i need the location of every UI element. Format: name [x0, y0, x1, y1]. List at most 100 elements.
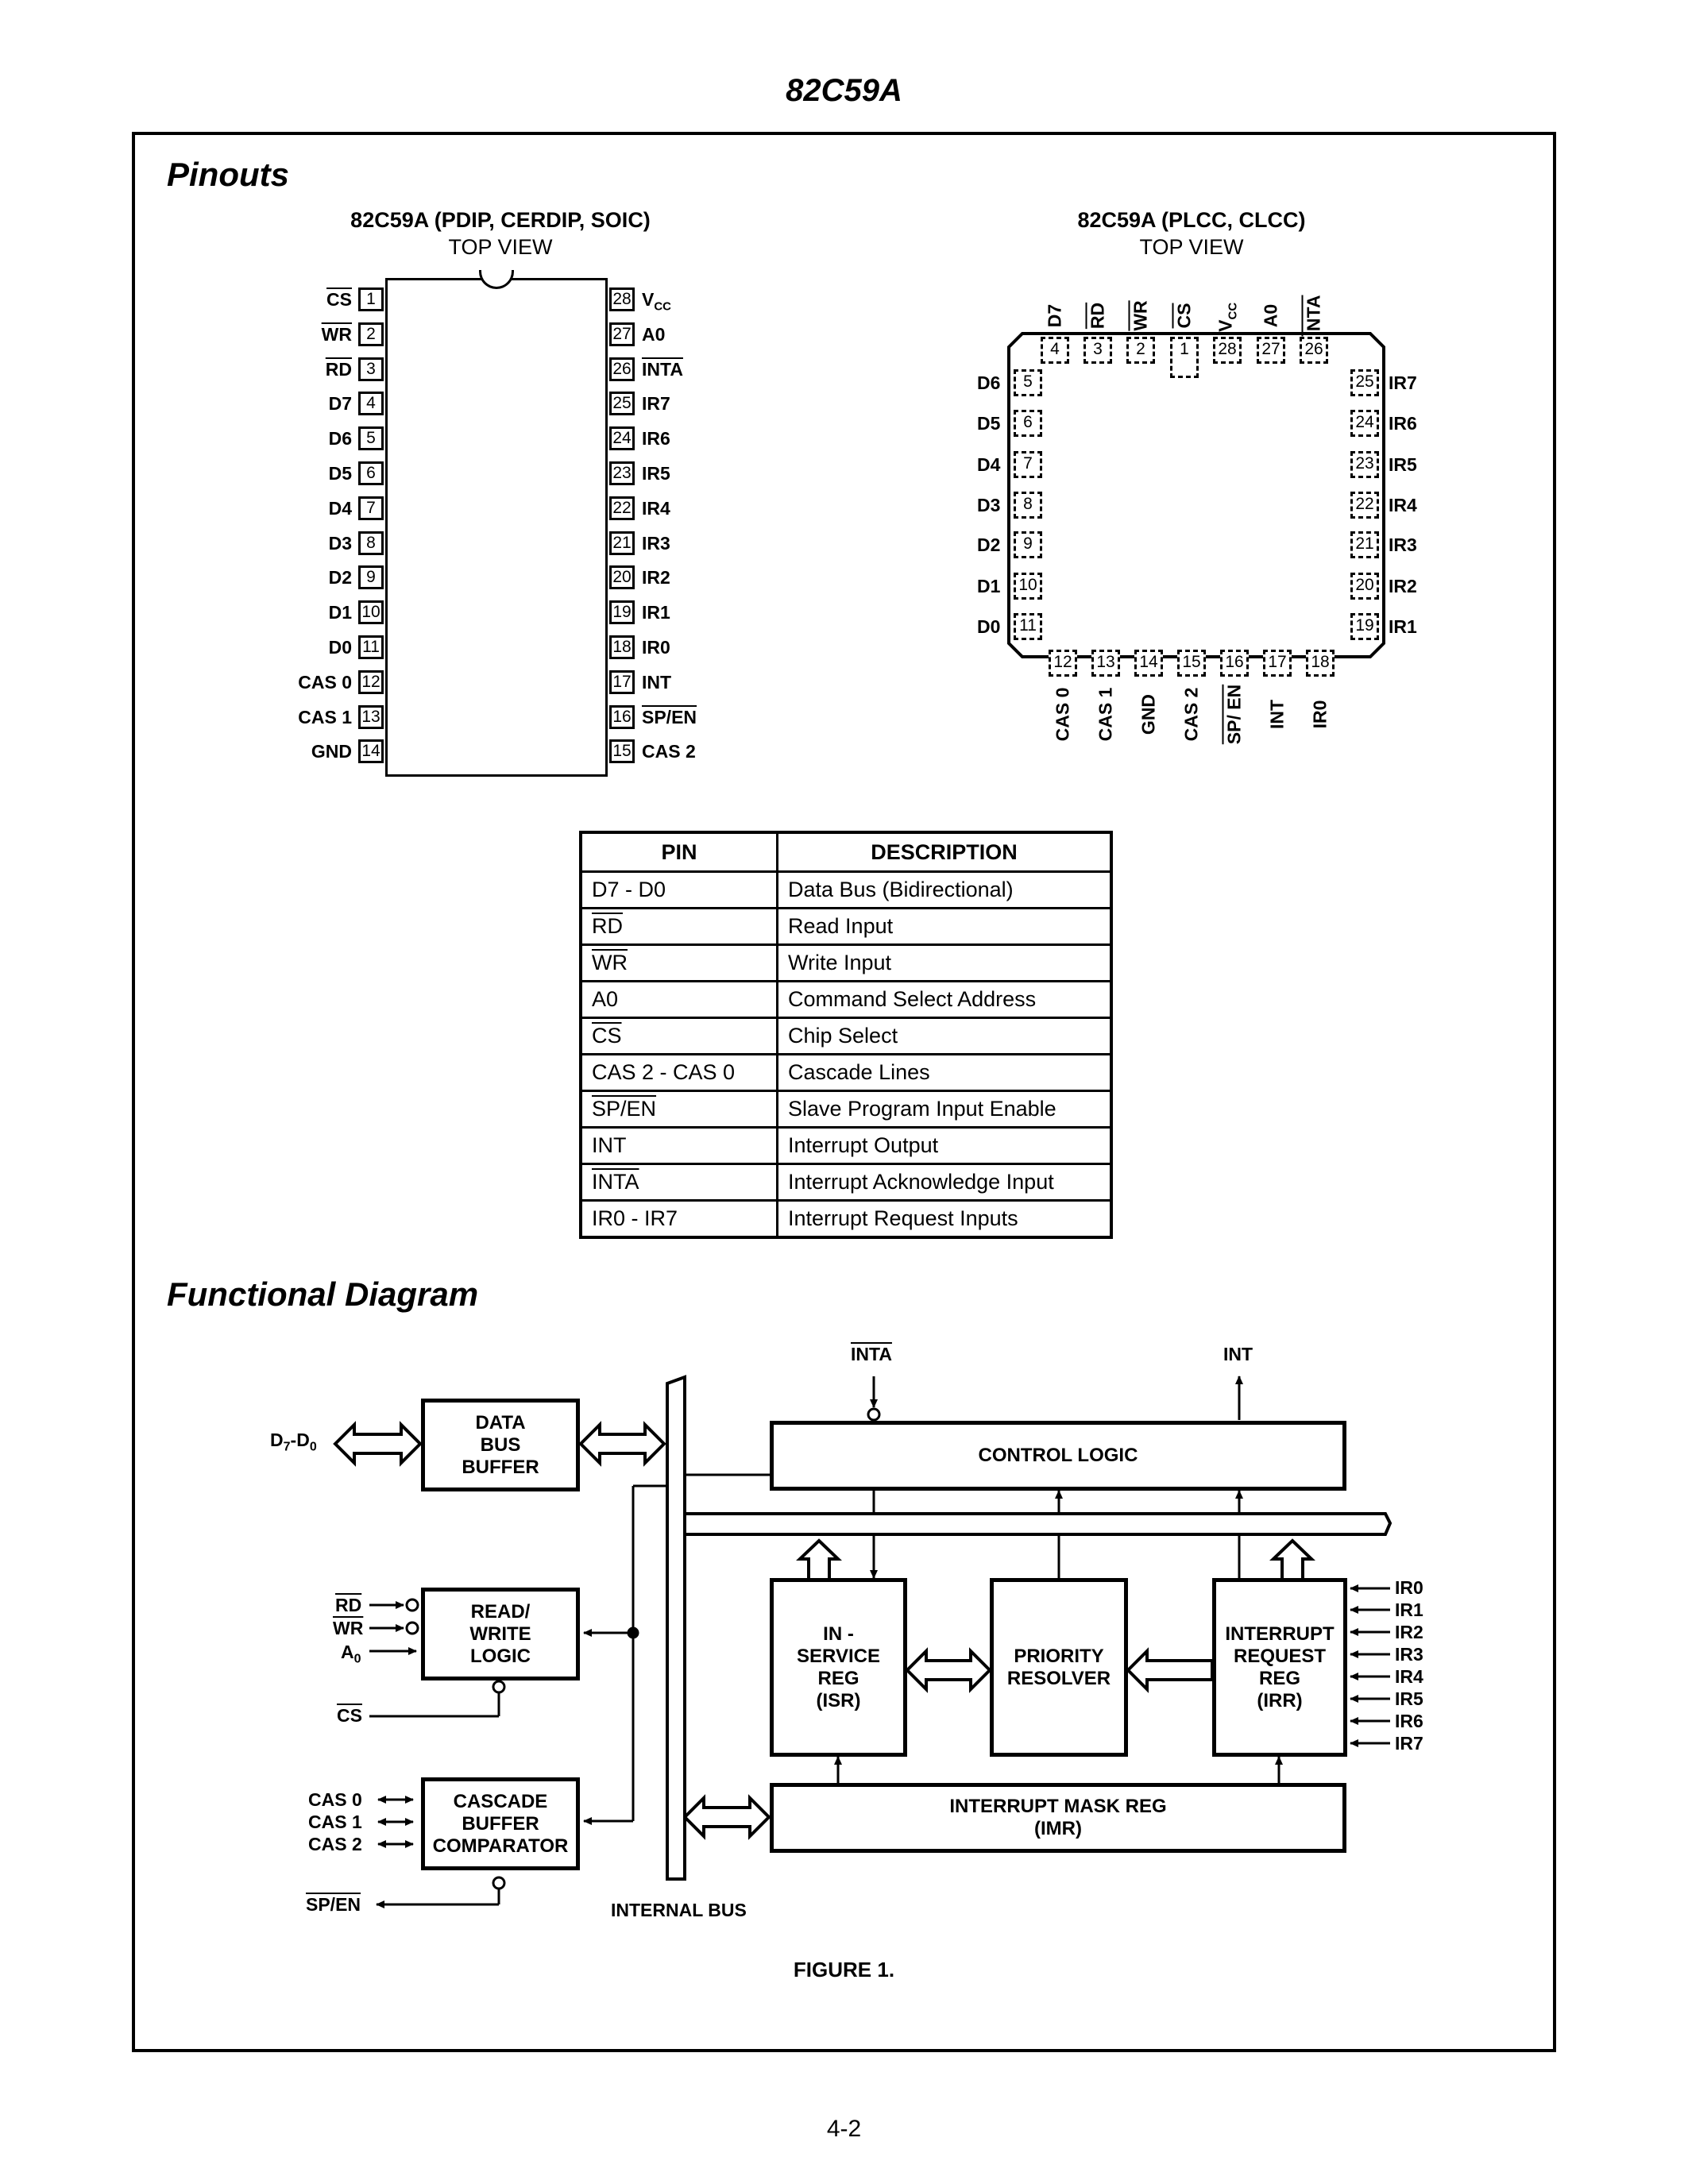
cascade-buffer-block: CASCADE BUFFER COMPARATOR	[421, 1777, 580, 1870]
dip-pin-14: 14	[358, 739, 384, 764]
dip-pin-label: IR7	[642, 393, 670, 415]
plcc-pin-label: IR7	[1389, 372, 1417, 393]
dip-pin-7: 7	[358, 496, 384, 520]
dip-pin-label: A0	[642, 323, 666, 345]
dip-pin-28: 28	[609, 287, 635, 311]
dip-pin-11: 11	[358, 635, 384, 659]
plcc-pin-21: 21	[1350, 531, 1379, 558]
priority-resolver-block: PRIORITY RESOLVER	[990, 1578, 1128, 1757]
ir-label: IR5	[1395, 1688, 1423, 1709]
dip-pin-label: D5	[328, 463, 352, 484]
dip-pin-label: IR4	[642, 497, 670, 519]
dip-pin-1: 1	[358, 287, 384, 311]
content-frame	[132, 132, 1556, 2052]
dip-pin-18: 18	[609, 635, 635, 659]
read-write-logic-block: READ/ WRITE LOGIC	[421, 1588, 580, 1680]
dip-pin-label: CAS 2	[642, 741, 696, 762]
plcc-pin-15: 15	[1177, 650, 1206, 677]
plcc-pin-label: IR2	[1389, 576, 1417, 596]
dip-pin-6: 6	[358, 461, 384, 485]
dip-pin-label: SP/EN	[642, 706, 697, 727]
rd-label: RD	[335, 1595, 362, 1615]
description-cell: Write Input	[776, 943, 1113, 982]
dip-pin-label: VCC	[642, 289, 672, 314]
dip-pin-label: WR	[321, 323, 352, 345]
plcc-pin-label: IR6	[1389, 413, 1417, 434]
dip-pin-4: 4	[358, 392, 384, 416]
plcc-pin-label: D6	[977, 372, 1001, 393]
plcc-pin-label: IR3	[1389, 534, 1417, 555]
dip-pin-16: 16	[609, 704, 635, 729]
plcc-pin-23: 23	[1350, 451, 1379, 478]
dip-pin-21: 21	[609, 531, 635, 555]
dip-pin-label: IR2	[642, 567, 670, 588]
dip-pin-label: D1	[328, 602, 352, 623]
plcc-subtitle: TOP VIEW	[1139, 235, 1244, 259]
dip-pin-label: INT	[642, 671, 672, 693]
plcc-pin-18: 18	[1306, 650, 1335, 677]
dip-pin-label: IR6	[642, 428, 670, 450]
plcc-pin-8: 8	[1014, 492, 1042, 519]
ir-label: IR4	[1395, 1666, 1423, 1687]
wr-label: WR	[333, 1618, 364, 1638]
plcc-pin-26: 26	[1300, 337, 1328, 364]
dip-pin-13: 13	[358, 704, 384, 729]
table-header-row: PIN DESCRIPTION	[579, 831, 1113, 873]
pin-cell: SP/EN	[579, 1090, 778, 1129]
internal-bus-label: INTERNAL BUS	[611, 1900, 747, 1920]
plcc-pin-label: IR1	[1389, 616, 1417, 637]
dip-pin-5: 5	[358, 426, 384, 451]
plcc-title: 82C59A (PLCC, CLCC)	[1077, 208, 1306, 232]
pin-cell: INT	[579, 1126, 778, 1165]
plcc-pin-2: 2	[1126, 337, 1155, 364]
dip-pin-23: 23	[609, 461, 635, 485]
description-cell: Slave Program Input Enable	[776, 1090, 1113, 1129]
dip-pin-label: D7	[328, 393, 352, 415]
dip-pin-26: 26	[609, 357, 635, 381]
dip-pin-12: 12	[358, 669, 384, 694]
plcc-pin-label: IR4	[1389, 495, 1417, 515]
inta-label: INTA	[851, 1344, 892, 1364]
description-cell: Data Bus (Bidirectional)	[776, 870, 1113, 909]
plcc-pin-label: D2	[977, 534, 1001, 555]
plcc-pin-1: 1	[1170, 337, 1199, 378]
ir-label: IR6	[1395, 1711, 1423, 1731]
data-bus-buffer-block: DATA BUS BUFFER	[421, 1399, 580, 1491]
plcc-pin-label: D5	[977, 413, 1001, 434]
page-header-title: 82C59A	[786, 73, 902, 108]
cs-label: CS	[337, 1705, 362, 1726]
description-cell: Read Input	[776, 907, 1113, 946]
pinouts-heading: Pinouts	[167, 156, 289, 193]
pin-cell: A0	[579, 980, 778, 1019]
plcc-pin-7: 7	[1014, 451, 1042, 478]
ir-label: IR3	[1395, 1644, 1423, 1665]
plcc-pin-9: 9	[1014, 531, 1042, 558]
dip-pin-label: GND	[311, 741, 352, 762]
figure-caption: FIGURE 1.	[793, 1958, 895, 1981]
plcc-pin-24: 24	[1350, 410, 1379, 437]
plcc-pin-10: 10	[1014, 573, 1042, 600]
pin-cell: CAS 2 - CAS 0	[579, 1053, 778, 1092]
plcc-pin-13: 13	[1091, 650, 1120, 677]
plcc-pin-19: 19	[1350, 613, 1379, 640]
dip-pin-3: 3	[358, 357, 384, 381]
plcc-pin-25: 25	[1350, 369, 1379, 396]
cas2-label: CAS 2	[308, 1834, 362, 1854]
dip-pin-label: D2	[328, 567, 352, 588]
ir-label: IR2	[1395, 1622, 1423, 1642]
plcc-pin-label: D4	[977, 454, 1001, 475]
dip-pin-label: CAS 0	[298, 671, 352, 693]
dip-pin-15: 15	[609, 739, 635, 764]
dip-pin-24: 24	[609, 426, 635, 451]
dip-pin-2: 2	[358, 322, 384, 346]
